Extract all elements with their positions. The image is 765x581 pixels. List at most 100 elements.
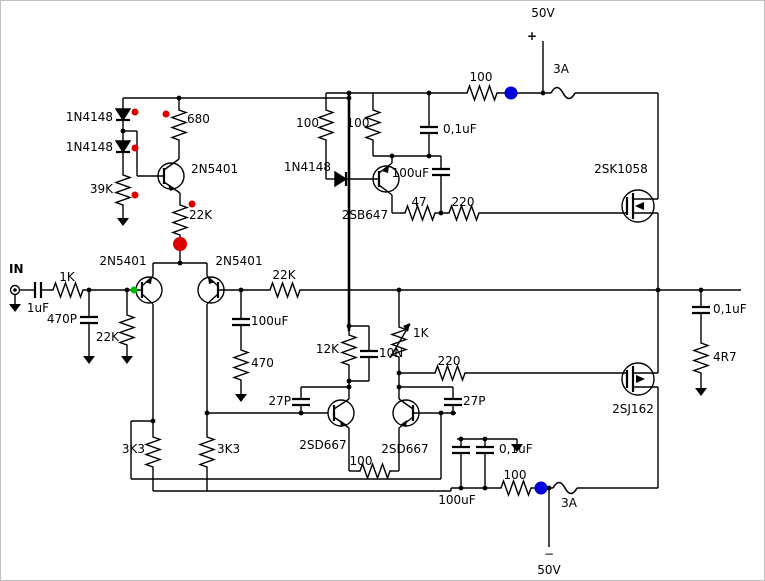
resistor-100-rail-bottom xyxy=(496,480,534,496)
ground-icon xyxy=(120,350,134,365)
label-q-driver-left: 2SD667 xyxy=(299,438,346,452)
resistor-3k3-left xyxy=(145,432,161,470)
label-d2: 1N4148 xyxy=(66,140,113,154)
label-q-vas: 2SB647 xyxy=(342,208,388,222)
transistor-2sb647 xyxy=(372,162,400,196)
label-r100-a: 100 xyxy=(296,116,319,130)
junction-dots xyxy=(86,90,704,491)
label-r12k: 12K xyxy=(316,342,340,356)
diode-1n4148-1 xyxy=(114,107,132,122)
capacitor-01uf-bottom xyxy=(474,437,496,463)
label-q-ltp-right: 2N5401 xyxy=(215,254,262,268)
label-r3k3-right: 3K3 xyxy=(217,442,240,456)
label-pfet: 2SJ162 xyxy=(612,402,654,416)
resistor-1k-input xyxy=(48,282,86,298)
label-c01uf-top: 0,1uF xyxy=(443,122,477,136)
label-negative-supply: 50V xyxy=(537,563,561,577)
label-c1uf: 1uF xyxy=(27,301,49,315)
transistor-2n5401-current-source xyxy=(157,158,185,194)
mosfet-2sj162 xyxy=(621,362,658,396)
fuse-bottom xyxy=(552,481,578,495)
capacitor-1uf-input xyxy=(25,280,51,300)
label-r39k: 39K xyxy=(90,182,114,196)
resistor-100-rail-top xyxy=(462,85,500,101)
label-r4r7: 4R7 xyxy=(713,350,737,364)
label-c10n: 10N xyxy=(379,346,403,360)
label-r100-rail-bottom: 100 xyxy=(504,468,527,482)
minus-sign: − xyxy=(544,547,554,561)
label-d3: 1N4148 xyxy=(284,160,331,174)
label-nfet: 2SK1058 xyxy=(594,162,648,176)
label-input: IN xyxy=(9,262,24,276)
green-marker-dot xyxy=(130,286,138,294)
capacitor-100uf-feedback xyxy=(230,309,252,335)
resistor-1k-trimmer xyxy=(389,322,411,360)
label-fuse-bottom: 3A xyxy=(561,496,578,510)
resistor-470 xyxy=(233,345,249,383)
label-c100uf-feedback: 100uF xyxy=(251,314,289,328)
resistor-220-bottom xyxy=(430,365,468,381)
label-r100-drivers: 100 xyxy=(350,454,373,468)
label-r3k3-left: 3K3 xyxy=(122,442,145,456)
label-r47: 47 xyxy=(411,195,426,209)
label-r22k-input: 22K xyxy=(96,330,120,344)
label-c100uf-vas: 100uF xyxy=(392,166,430,180)
label-c01uf-output: 0,1uF xyxy=(713,302,747,316)
label-c01uf-bottom: 0,1uF xyxy=(499,442,533,456)
resistor-22k-feedback xyxy=(265,282,303,298)
label-r100-b: 100 xyxy=(347,116,370,130)
resistor-680 xyxy=(171,105,187,143)
label-fuse-top: 3A xyxy=(553,62,570,76)
label-c27p-right: 27P xyxy=(463,394,486,408)
diode-1n4148-3 xyxy=(333,170,348,188)
label-r1k-input: 1K xyxy=(59,270,76,284)
ground-icon xyxy=(234,388,248,403)
label-d1: 1N4148 xyxy=(66,110,113,124)
transistor-2sd667-right xyxy=(392,398,420,429)
capacitor-470p xyxy=(78,307,100,333)
mosfet-2sk1058 xyxy=(621,189,658,223)
label-q-ltp-left: 2N5401 xyxy=(99,254,146,268)
label-r-rail-top: 100 xyxy=(470,70,493,84)
red-junction-large xyxy=(173,237,187,251)
capacitor-10n xyxy=(358,341,380,367)
fuse-top xyxy=(550,86,576,100)
plus-sign: + xyxy=(527,29,537,43)
resistor-3k3-right xyxy=(199,432,215,470)
label-r22k-tail: 22K xyxy=(189,208,213,222)
label-c100uf-bottom: 100uF xyxy=(438,493,476,507)
resistor-22k-input xyxy=(119,310,135,348)
capacitor-27p-right xyxy=(442,389,464,415)
capacitor-100uf-vas xyxy=(430,159,452,185)
label-r220-bottom: 220 xyxy=(438,354,461,368)
label-r22k-feedback: 22K xyxy=(272,268,296,282)
transistor-2sd667-left xyxy=(327,398,355,429)
resistor-100-a xyxy=(318,105,334,143)
label-q-driver-right: 2SD667 xyxy=(381,442,428,456)
resistor-22k-tail xyxy=(172,200,188,238)
ground-icon xyxy=(694,382,708,397)
capacitor-01uf-top xyxy=(418,117,440,143)
resistor-39k xyxy=(115,170,131,208)
resistor-12k xyxy=(341,330,357,368)
label-r1k-trimmer: 1K xyxy=(413,326,430,340)
ground-icon xyxy=(116,212,130,227)
capacitor-01uf-output xyxy=(690,297,712,323)
label-c27p-left: 27P xyxy=(268,394,291,408)
capacitor-100uf-bottom xyxy=(450,437,472,463)
label-r470: 470 xyxy=(251,356,274,370)
label-c470p: 470P xyxy=(47,312,77,326)
label-r220-top: 220 xyxy=(452,195,475,209)
blue-junction-top xyxy=(504,86,518,100)
label-positive-supply: 50V xyxy=(531,6,555,20)
label-r680: 680 xyxy=(187,112,210,126)
label-q-current-source: 2N5401 xyxy=(191,162,238,176)
capacitor-27p-left xyxy=(290,389,312,415)
blue-junction-bottom xyxy=(534,481,548,495)
input-terminal xyxy=(9,284,21,296)
ground-icon xyxy=(82,350,96,365)
ground-icon xyxy=(8,298,22,313)
resistor-4r7 xyxy=(693,338,709,376)
